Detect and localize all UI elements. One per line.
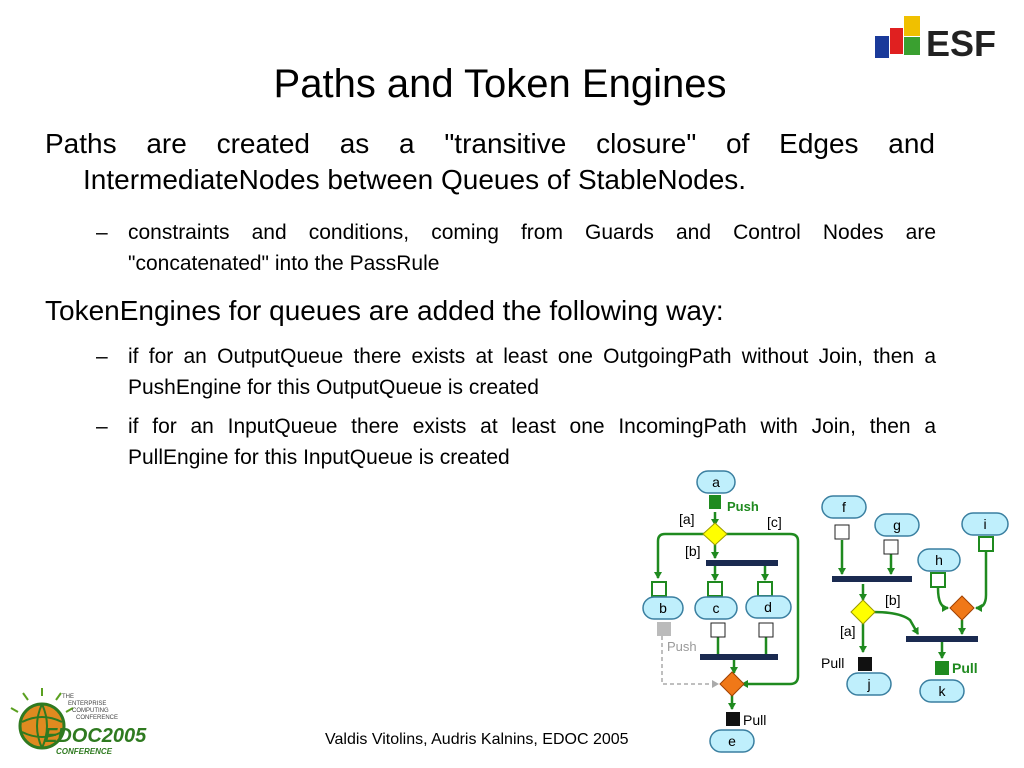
label-guard-c: [c] [767, 514, 782, 530]
esf-logo-yellow-block [904, 16, 920, 36]
node-a-label: a [712, 474, 720, 490]
esf-logo-blue-block [875, 36, 889, 58]
node-f-label: f [842, 499, 846, 515]
edoc-small-3: COMPUTING [72, 708, 109, 714]
slide-title: Paths and Token Engines [273, 62, 727, 106]
edge-decision-b [654, 532, 705, 579]
node-d-label: d [764, 599, 772, 615]
esf-logo-green-block [904, 37, 920, 55]
edge-b-merge-dashed [661, 636, 719, 688]
edoc-conference-logo: THE ENTERPRISE COMPUTING CONFERENCE EDOC… [10, 688, 147, 756]
node-d: d [745, 595, 792, 619]
node-j-label: j [866, 676, 870, 692]
node-b: b [642, 596, 684, 620]
bullet-paths-line1: Paths are created as a "transitive closu… [45, 128, 935, 159]
label-guard-b: [b] [685, 543, 701, 559]
node-e: e [709, 729, 755, 753]
edoc-logo-subtext: CONFERENCE [56, 747, 113, 756]
esf-logo-text: ESF [926, 23, 996, 64]
edoc-small-1: THE [62, 694, 74, 700]
decision-node-left [702, 522, 728, 546]
dash-marker: – [96, 345, 108, 368]
node-g: g [874, 513, 920, 537]
label-push-b: Push [667, 639, 697, 654]
node-b-label: b [659, 600, 667, 616]
input-queue-j [858, 657, 872, 671]
subbullet-output-queue-text: if for an OutputQueue there exists at le… [128, 345, 936, 399]
subbullet-input-queue: – if for an InputQueue there exists at l… [96, 411, 936, 473]
node-h: h [917, 548, 961, 572]
input-queues-left [651, 581, 773, 597]
bullet-paths: Paths are created as a "transitive closu… [45, 126, 935, 198]
input-queue-d [757, 581, 773, 597]
node-c: c [694, 596, 738, 620]
node-j: j [846, 672, 892, 696]
node-f: f [821, 495, 867, 519]
bullet-tokenengines: TokenEngines for queues are added the fo… [45, 293, 935, 329]
esf-logo-red-block [890, 28, 903, 54]
node-k: k [919, 679, 965, 703]
label-guard-a: [a] [679, 511, 695, 527]
output-queue-f [834, 524, 850, 540]
edoc-logo-text: EDOC2005 [44, 725, 147, 747]
node-a: a [696, 470, 736, 494]
output-queue-i [978, 536, 994, 552]
edoc-small-2: ENTERPRISE [68, 701, 106, 707]
join-bar [700, 654, 778, 660]
join-bar-right [832, 576, 912, 582]
subbullet-input-queue-text: if for an InputQueue there exists at lea… [128, 415, 936, 469]
subbullet-constraints-text: constraints and conditions, coming from … [128, 221, 936, 275]
node-i-label: i [983, 516, 986, 532]
label-guard-a-right: [a] [840, 623, 856, 639]
output-queue-a [709, 495, 721, 509]
fork-bar [706, 560, 778, 566]
output-queue-c [710, 622, 726, 638]
edge-h-merge [936, 587, 949, 612]
left-edges [654, 512, 800, 710]
output-queue-g [883, 539, 899, 555]
edoc-small-4: CONFERENCE [76, 715, 118, 721]
esf-logo: ESF [875, 16, 996, 64]
edge-decision-bar2 [872, 610, 920, 635]
node-e-label: e [728, 733, 736, 749]
output-queue-b [657, 622, 671, 636]
label-guard-b-right: [b] [885, 592, 901, 608]
input-queue-e [726, 712, 740, 726]
label-pull-e: Pull [743, 712, 766, 728]
label-pull-k: Pull [952, 660, 978, 676]
edoc-globe-icon [10, 688, 74, 750]
dash-marker: – [96, 221, 108, 244]
footer-credit: Valdis Vitolins, Audris Kalnins, EDOC 20… [325, 731, 629, 748]
input-queue-k [935, 661, 949, 675]
subbullet-output-queue: – if for an OutputQueue there exists at … [96, 341, 936, 403]
bullet-paths-line2: IntermediateNodes between Queues of Stab… [83, 164, 747, 195]
node-k-label: k [939, 683, 947, 699]
right-edges [838, 540, 988, 659]
output-queue-h [930, 572, 946, 588]
bullet-tokenengines-text: TokenEngines for queues are added the fo… [45, 295, 724, 326]
label-pull-j: Pull [821, 655, 844, 671]
dash-marker: – [96, 415, 108, 438]
edge-decision-merge [725, 532, 800, 688]
input-queue-b [651, 581, 667, 597]
output-queue-d [758, 622, 774, 638]
node-i: i [961, 512, 1009, 536]
node-g-label: g [893, 517, 901, 533]
merge-node-right [949, 595, 975, 621]
edge-i-merge [975, 552, 988, 612]
subbullet-constraints: – constraints and conditions, coming fro… [96, 217, 936, 279]
join-bar-right-2 [906, 636, 978, 642]
node-h-label: h [935, 552, 943, 568]
decision-node-right [850, 599, 876, 625]
node-c-label: c [713, 600, 720, 616]
merge-node-left [719, 671, 745, 697]
input-queue-c [707, 581, 723, 597]
label-push-a: Push [727, 499, 759, 514]
